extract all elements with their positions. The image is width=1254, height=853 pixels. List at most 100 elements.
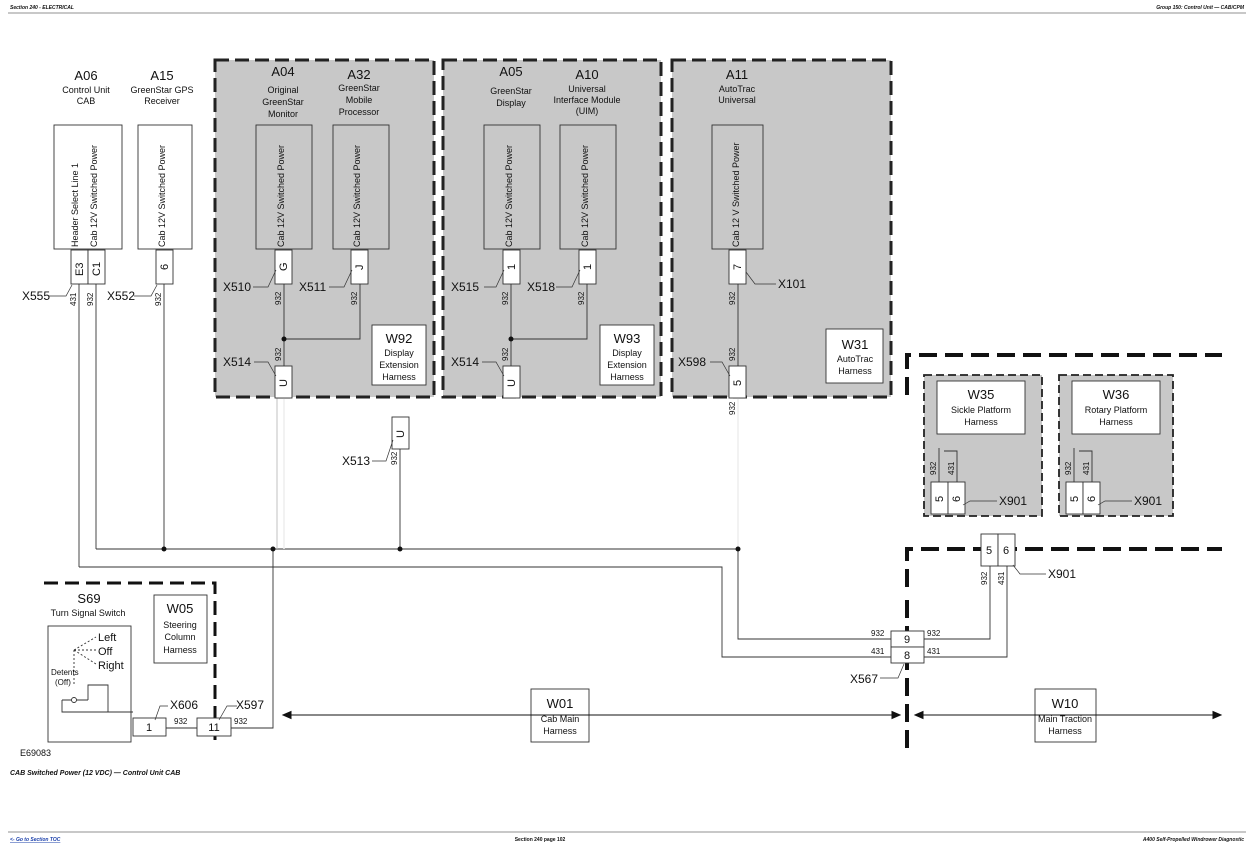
label-connectors-x515: X515: [451, 280, 479, 294]
label-wires-w932: 932: [871, 629, 885, 638]
label-components-a15-l2: Receiver: [144, 96, 180, 106]
label-components-a06-id: A06: [74, 68, 97, 83]
label-pins-p1: 1: [146, 722, 152, 734]
label-harnesses-w36-l2: Harness: [1099, 417, 1133, 427]
label-wires-w431: 431: [871, 647, 885, 656]
label-components-a06-pin_b: Cab 12V Switched Power: [89, 145, 99, 247]
label-harnesses-w01-id: W01: [547, 696, 574, 711]
label-wires-w932: 932: [728, 401, 737, 415]
label-harnesses-w10-l1: Main Traction: [1038, 714, 1092, 724]
harness-span-arrows: [281, 710, 1223, 720]
label-connectors-x598: X598: [678, 355, 706, 369]
label-wires-w932: 932: [86, 292, 95, 306]
toc-link[interactable]: <- Go to Section TOC: [10, 837, 61, 843]
label-connectors-x101: X101: [778, 277, 806, 291]
label-pins-u: U: [506, 379, 518, 387]
label-pins-p5: 5: [986, 545, 992, 557]
label-components-a32-l1: GreenStar: [338, 83, 380, 93]
label-pins-u: U: [395, 430, 407, 438]
label-wires-w431: 431: [927, 647, 941, 656]
label-wires-w932: 932: [274, 291, 283, 305]
label-harnesses-w93-id: W93: [614, 331, 641, 346]
label-harnesses-w35-l1: Sickle Platform: [951, 405, 1011, 415]
label-wires-w932: 932: [577, 291, 586, 305]
label-pins-p6: 6: [951, 496, 963, 502]
label-wires-w932: 932: [728, 291, 737, 305]
label-footer-right: A400 Self-Propelled Windrower Diagnostic: [1142, 837, 1244, 843]
label-pins-p8: 8: [904, 650, 910, 662]
label-connectors-x552: X552: [107, 289, 135, 303]
label-pins-p7: 7: [732, 264, 744, 270]
label-wires-w932: 932: [980, 571, 989, 585]
label-components-a32-l2: Mobile: [346, 95, 373, 105]
label-pins-p5: 5: [1069, 496, 1081, 502]
label-pins-e3: E3: [74, 263, 86, 276]
label-connectors-x901: X901: [999, 494, 1027, 508]
label-components-a10-pin: Cab 12V Switched Power: [580, 145, 590, 247]
label-pins-p6: 6: [1086, 496, 1098, 502]
label-components-a04-pin: Cab 12V Switched Power: [276, 145, 286, 247]
label-components-a15-l1: GreenStar GPS: [130, 85, 193, 95]
label-harnesses-w36-l1: Rotary Platform: [1085, 405, 1148, 415]
label-pins-c1: C1: [91, 262, 103, 276]
label-components-a04-l2: GreenStar: [262, 97, 304, 107]
label-figure_id: E69083: [20, 748, 51, 758]
label-wires-w932: 932: [274, 347, 283, 361]
label-connectors-x518: X518: [527, 280, 555, 294]
label-harnesses-w35-l2: Harness: [964, 417, 998, 427]
label-pins-u: U: [278, 379, 290, 387]
label-components-a10-l3: (UIM): [576, 106, 599, 116]
label-wires-w431: 431: [1082, 461, 1091, 475]
label-harnesses-w01-l1: Cab Main: [541, 714, 580, 724]
label-harnesses-w05-l3: Harness: [163, 645, 197, 655]
label-connectors-x597: X597: [236, 698, 264, 712]
label-pins-p11: 11: [208, 722, 219, 734]
label-components-a11-l1: AutoTrac: [719, 84, 756, 94]
label-harnesses-w05-id: W05: [167, 601, 194, 616]
switch-symbol: [61, 636, 133, 713]
label-connectors-x513: X513: [342, 454, 370, 468]
label-components-a11-pin: Cab 12 V Switched Power: [731, 142, 741, 247]
label-components-s69-off: Off: [98, 646, 113, 658]
label-components-a11-l2: Universal: [718, 95, 756, 105]
label-pins-p6: 6: [1003, 545, 1009, 557]
label-wires-w932: 932: [927, 629, 941, 638]
label-pins-p1: 1: [582, 264, 594, 270]
label-harnesses-w93-l3: Harness: [610, 372, 644, 382]
label-wires-w932: 932: [390, 451, 399, 465]
platform-bracket: [905, 353, 1222, 755]
label-components-a06-pin_a: Header Select Line 1: [70, 163, 80, 247]
label-components-a32-id: A32: [347, 67, 370, 82]
label-components-s69-right: Right: [98, 660, 124, 672]
label-wires-w932: 932: [501, 291, 510, 305]
label-components-a11-id: A11: [726, 67, 748, 82]
label-components-a32-l3: Processor: [339, 107, 380, 117]
label-components-a04-l3: Monitor: [268, 109, 298, 119]
label-pins-g: G: [278, 262, 290, 271]
label-components-a06-l1: Control Unit: [62, 85, 110, 95]
label-harnesses-w92-l2: Extension: [379, 360, 419, 370]
label-wires-w932: 932: [929, 461, 938, 475]
label-harnesses-w10-id: W10: [1052, 696, 1079, 711]
label-harnesses-w31-l1: AutoTrac: [837, 354, 874, 364]
label-components-a10-l2: Interface Module: [553, 95, 620, 105]
label-components-a04-l1: Original: [267, 85, 298, 95]
label-components-a05-l2: Display: [496, 98, 526, 108]
label-wires-w932: 932: [1064, 461, 1073, 475]
label-connectors-x555: X555: [22, 289, 50, 303]
label-connectors-x567: X567: [850, 672, 878, 686]
label-harnesses-w31-l2: Harness: [838, 366, 872, 376]
label-wires-w932: 932: [154, 292, 163, 306]
label-connectors-x514: X514: [451, 355, 479, 369]
label-harnesses-w01-l2: Harness: [543, 726, 577, 736]
splice-dots: [161, 336, 741, 552]
wire-white-overlay: [283, 398, 739, 549]
label-components-s69-left: Left: [98, 632, 116, 644]
header-section: Section 240 - ELECTRICAL: [10, 5, 74, 11]
label-harnesses-w10-l2: Harness: [1048, 726, 1082, 736]
label-pins-p6: 6: [159, 264, 171, 270]
label-connectors-x901: X901: [1048, 567, 1076, 581]
label-pins-j: J: [354, 265, 366, 271]
label-harnesses-w92-l1: Display: [384, 348, 414, 358]
